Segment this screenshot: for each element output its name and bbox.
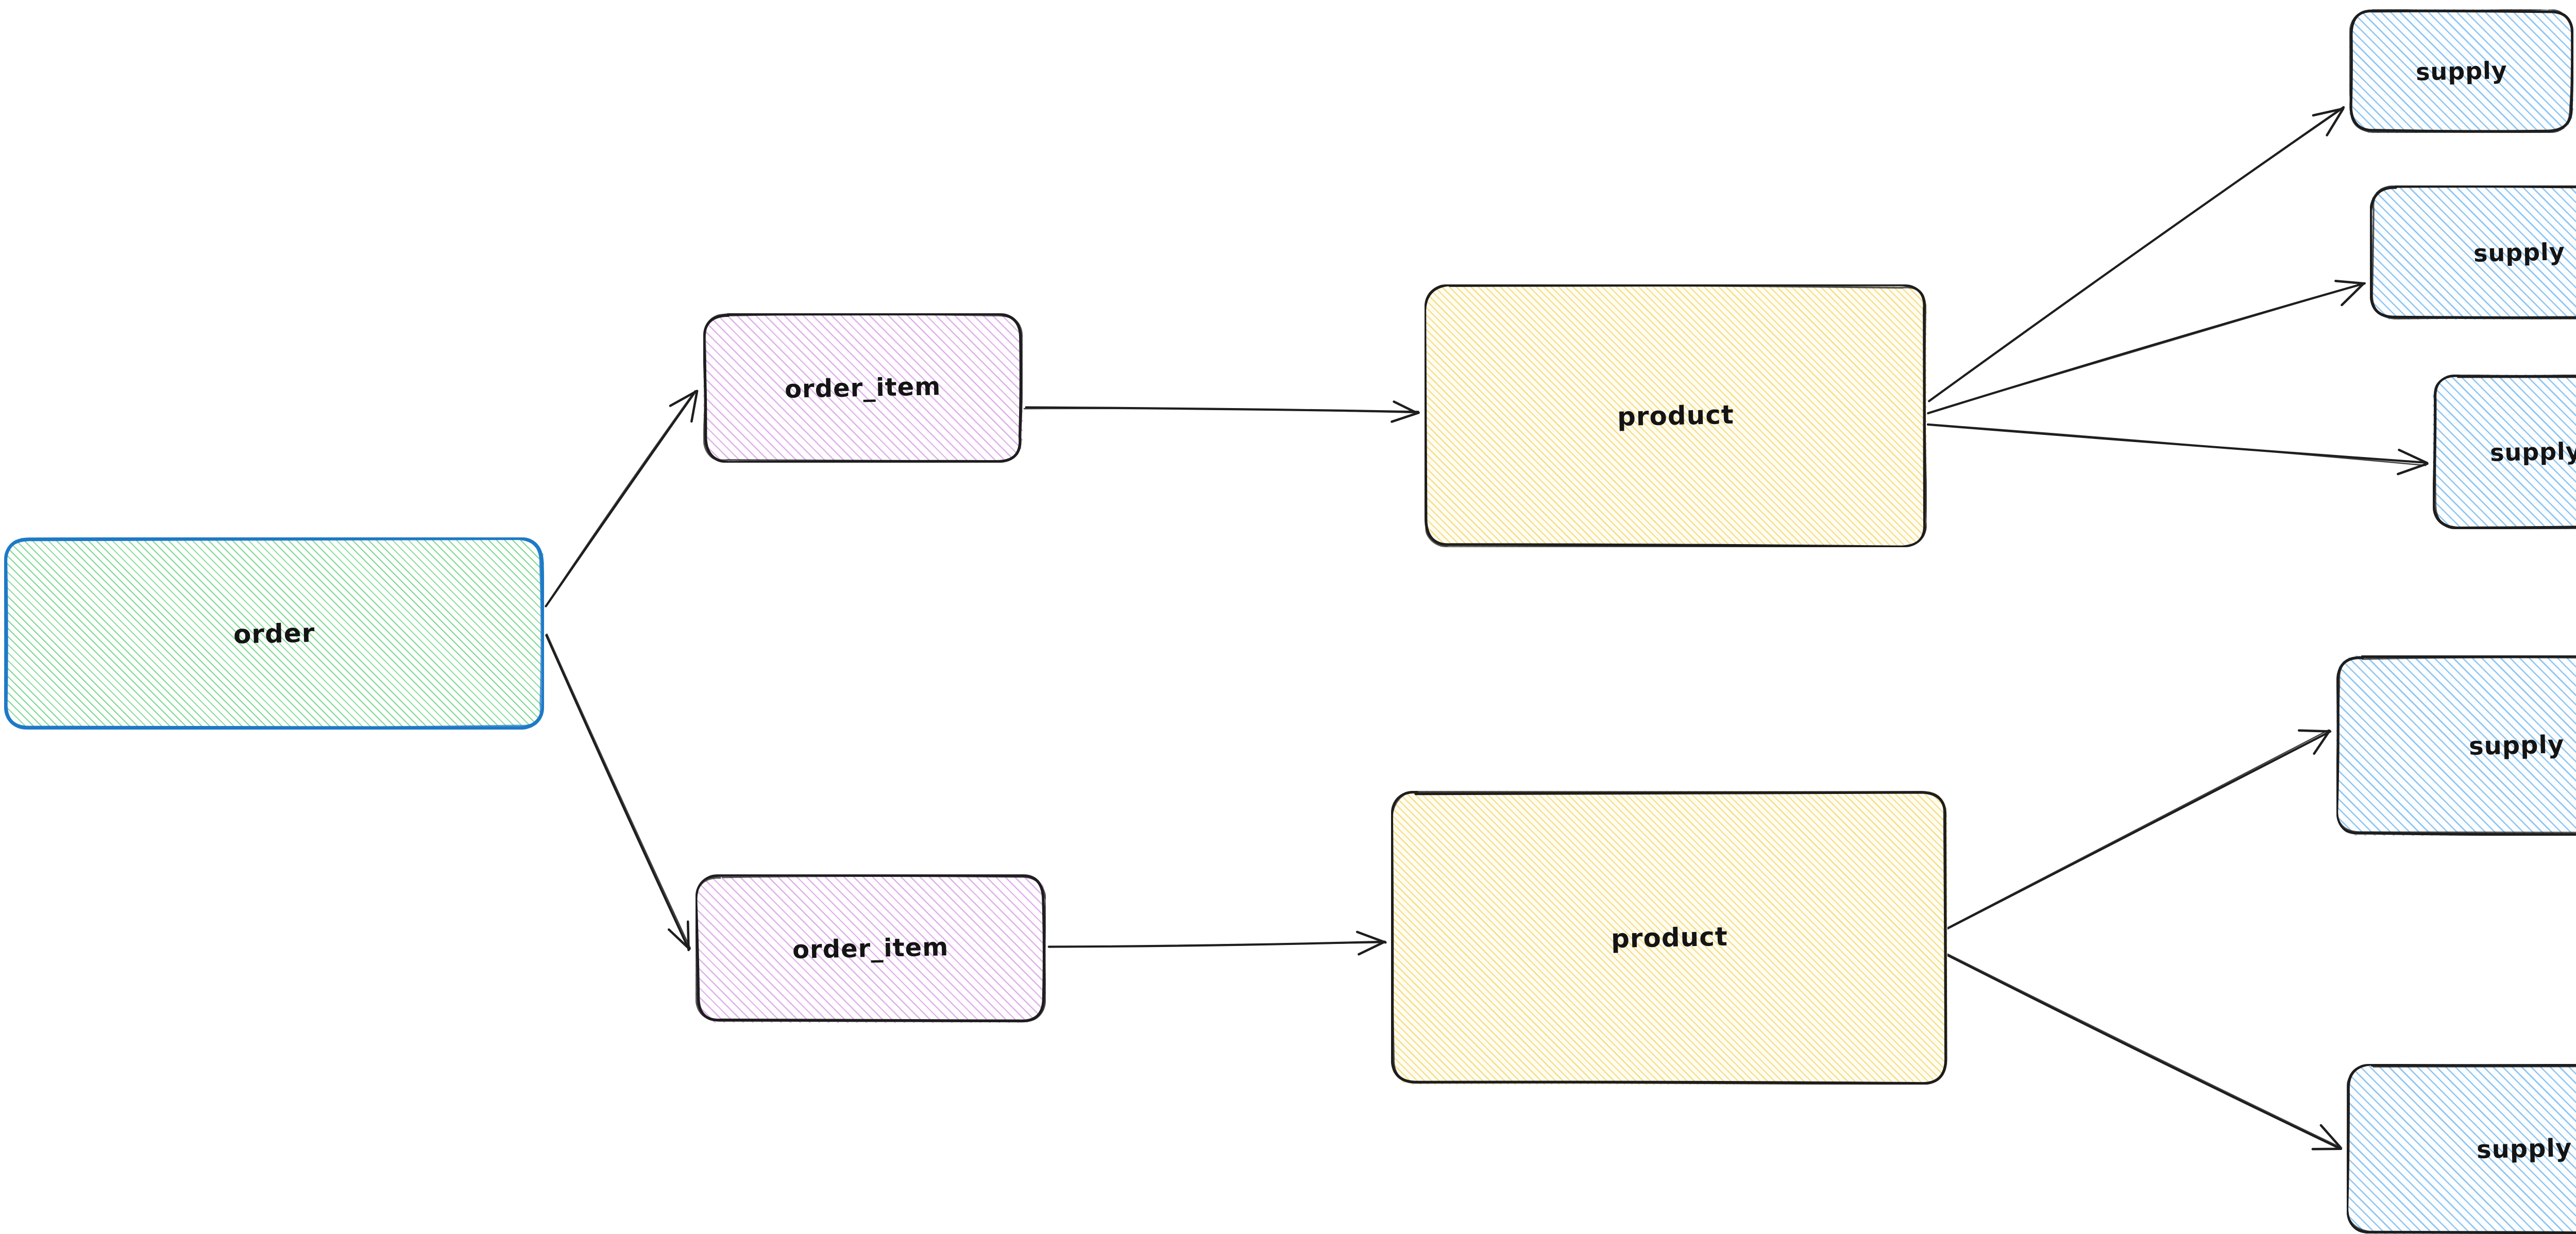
node-label: supply [2489,437,2576,467]
node-fill-product [1425,284,1927,547]
node-fill-product [1391,791,1947,1085]
node-product_1[interactable]: product [1425,284,1927,547]
node-label: order [233,617,315,650]
node-supply_1[interactable]: supply [2349,9,2573,133]
node-fill-order_item [703,313,1023,463]
edge-order-to-order_item_1[interactable] [545,390,699,607]
node-supply_2[interactable]: supply [2370,185,2576,319]
node-fill-supply [2347,1064,2576,1234]
node-label: supply [2415,56,2507,86]
node-label: supply [2473,238,2566,267]
node-label: product [1617,399,1735,432]
node-label: order_item [792,933,950,965]
edge-product_1-to-supply_1[interactable] [1928,106,2345,402]
node-outline-order_item_2 [696,874,1046,1023]
node-fill-supply [2370,185,2576,319]
node-order_item_1[interactable]: order_item [703,313,1023,463]
edge-product_2-to-supply_5[interactable] [1931,945,2343,1151]
node-outline-supply_1 [2349,9,2573,133]
node-outline-order_item_1 [703,313,1023,463]
node-order[interactable]: order [4,537,544,730]
edge-product_2-to-supply_4[interactable] [1928,729,2332,939]
node-outline-product_2 [1391,791,1947,1085]
edge-product_1-to-supply_3[interactable] [1926,423,2429,476]
node-outline-order [4,537,544,730]
edge-order_item_1-to-product_1[interactable] [1023,400,1420,423]
node-fill-supply [2336,655,2576,836]
node-label: order_item [784,372,942,404]
node-order_item_2[interactable]: order_item [696,874,1046,1023]
node-fill-order_item [696,874,1046,1023]
edge-order-to-order_item_2[interactable] [545,633,691,952]
edge-product_1-to-supply_2[interactable] [1927,279,2366,415]
node-outline-supply_5 [2347,1064,2576,1234]
node-outline-supply_3 [2433,375,2576,529]
node-fill-order [4,537,544,730]
node-label: supply [2476,1134,2573,1164]
node-supply_3[interactable]: supply [2433,375,2576,529]
node-supply_5[interactable]: supply [2347,1064,2576,1234]
node-product_2[interactable]: product [1391,791,1947,1085]
node-fill-supply [2433,375,2576,529]
node-supply_4[interactable]: supply [2336,655,2576,836]
node-label: product [1611,921,1728,954]
node-label: supply [2468,730,2565,761]
node-fill-supply [2349,9,2573,133]
node-outline-supply_2 [2370,185,2576,319]
node-outline-supply_4 [2336,655,2576,836]
edge-order_item_2-to-product_2[interactable] [1047,931,1387,956]
node-outline-product_1 [1425,284,1927,547]
